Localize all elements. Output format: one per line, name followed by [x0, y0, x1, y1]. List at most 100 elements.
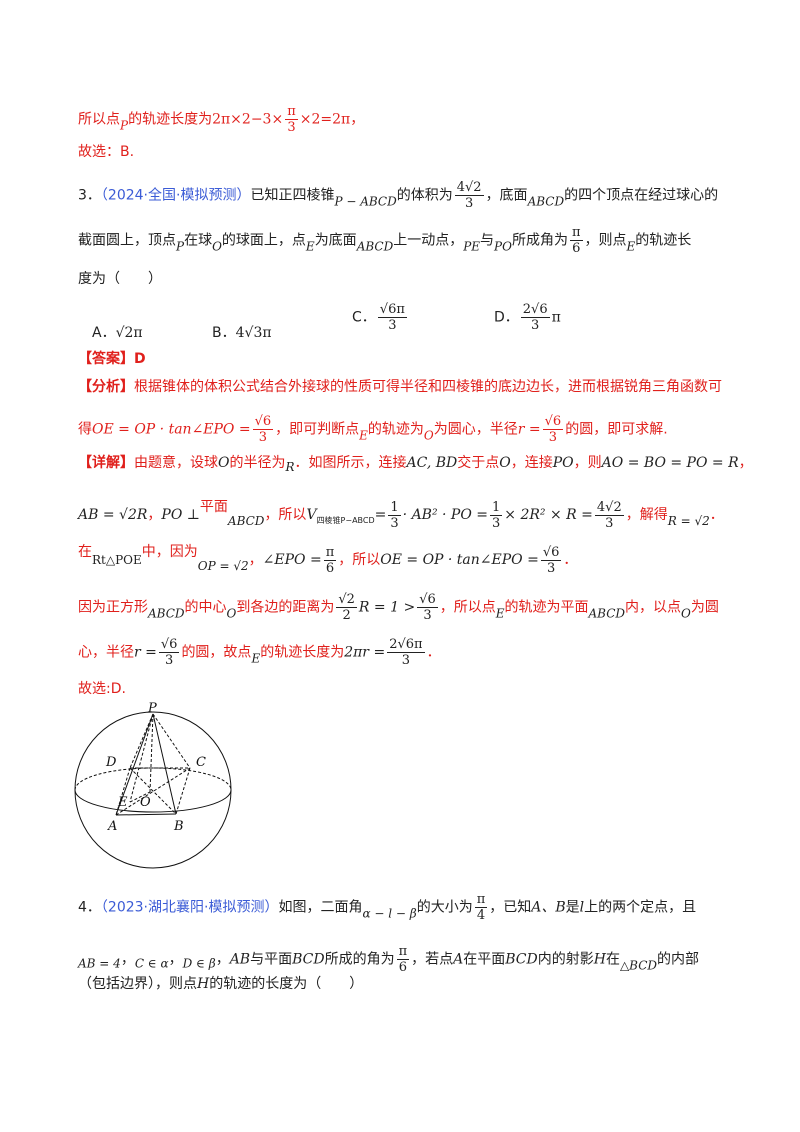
text: 的轨迹长: [635, 232, 692, 249]
var: O: [423, 428, 434, 443]
math: 2πr =: [344, 644, 386, 661]
text: ，: [215, 951, 230, 968]
math: × 2R² × R =: [504, 507, 593, 523]
option-label: A．: [92, 325, 116, 341]
label-d: D: [105, 755, 117, 770]
num: 4√2: [594, 499, 624, 516]
math: PO ⊥: [161, 507, 200, 523]
den: 3: [546, 560, 556, 576]
option-b[interactable]: B．4√3π: [212, 312, 272, 344]
text: ，即可判断点: [275, 421, 360, 438]
question-number: 3．: [78, 187, 101, 204]
text: ，所以: [338, 552, 381, 568]
label-e: E: [117, 795, 128, 810]
text: ，底面: [485, 187, 528, 204]
text: ．如图所示，连接: [294, 455, 407, 471]
equator-front: [74, 789, 232, 813]
den: 4: [476, 908, 486, 923]
num: √2: [336, 592, 357, 608]
math: α − l − β: [362, 906, 417, 921]
text: 的轨迹长度为: [260, 644, 345, 661]
text: 因为正方形: [78, 599, 148, 616]
text: 为圆: [690, 599, 719, 616]
math: △BCD: [619, 958, 658, 973]
num: 2√6π: [387, 637, 425, 653]
num: √6: [417, 592, 438, 608]
num: 1: [388, 499, 401, 516]
text: 的中心: [184, 599, 227, 616]
math: AB = √2R: [78, 507, 148, 523]
label-o: O: [140, 795, 151, 810]
text: 所成角为: [511, 232, 568, 249]
math: H: [197, 976, 210, 992]
den: 3: [548, 430, 558, 445]
math: OE = OP · tan∠EPO =: [380, 552, 539, 568]
text: ，: [147, 507, 162, 523]
text: 平面: [199, 499, 228, 515]
pyramid-front-edges: [115, 713, 177, 816]
option-a[interactable]: A．√2π: [92, 312, 143, 344]
math: AB: [229, 951, 251, 968]
text: ，: [120, 951, 135, 968]
detail-line-1: 【详解】由题意，设球O的半径为R．如图所示，连接AC, BD交于点O，连接PO，…: [78, 452, 753, 478]
analysis-line-1: 【分析】根据锥体的体积公式结合外接球的性质可得半径和四棱锥的底边边长，进而根据锐…: [78, 376, 722, 398]
text: 的四个顶点在经过球心的: [564, 187, 719, 204]
var: O: [226, 606, 237, 621]
option-value: √2π: [115, 325, 143, 341]
math: · AB² · PO =: [402, 507, 489, 523]
text: 心，半径: [78, 644, 134, 661]
den: 3: [165, 653, 174, 668]
text: 所成的角为: [324, 951, 395, 968]
text: 的内部: [657, 951, 700, 968]
math: C ∈ α: [134, 956, 169, 971]
label-a: A: [107, 819, 117, 834]
var: O: [212, 239, 222, 254]
text: 内的射影: [537, 951, 594, 968]
var: E: [305, 239, 315, 254]
var-p: P: [120, 118, 129, 133]
math: 2π×2−3×: [212, 111, 284, 128]
answer-tag: 【答案】D: [78, 351, 146, 367]
text: 的轨迹长度为: [128, 111, 213, 128]
text: 在: [605, 951, 620, 968]
var: R: [285, 460, 295, 474]
q4-line-3: （包括边界），则点H的轨迹的长度为（ ）: [78, 973, 363, 995]
text: 的球面上，点: [221, 232, 306, 249]
text: 上一动点，: [393, 232, 464, 249]
text: 内，以点: [625, 599, 682, 616]
text: 的半径为: [229, 455, 286, 471]
math: V: [306, 507, 317, 523]
den: 6: [398, 960, 407, 975]
detail-tag: 【详解】: [78, 455, 134, 471]
text: ．: [709, 507, 724, 523]
text: 在球: [184, 232, 213, 249]
math: BCD: [292, 951, 325, 968]
text: ，所以点: [439, 599, 496, 616]
text: 中，因为: [141, 544, 198, 560]
q3-line-3: 度为（ ）: [78, 271, 162, 287]
text: 的圆，即可求解.: [565, 421, 668, 438]
math: ABCD: [527, 194, 565, 209]
base-edge-ab: [115, 813, 177, 816]
den: 6: [325, 560, 335, 576]
var: O: [499, 455, 511, 471]
text: 的大小为: [416, 899, 473, 916]
text: 的轨迹为: [367, 421, 424, 438]
text: ，已知: [489, 899, 532, 916]
final-answer: 故选:D.: [78, 681, 126, 697]
text: ，则点: [584, 232, 627, 249]
text: 到各边的距离为: [236, 599, 335, 616]
var: P: [176, 239, 185, 254]
